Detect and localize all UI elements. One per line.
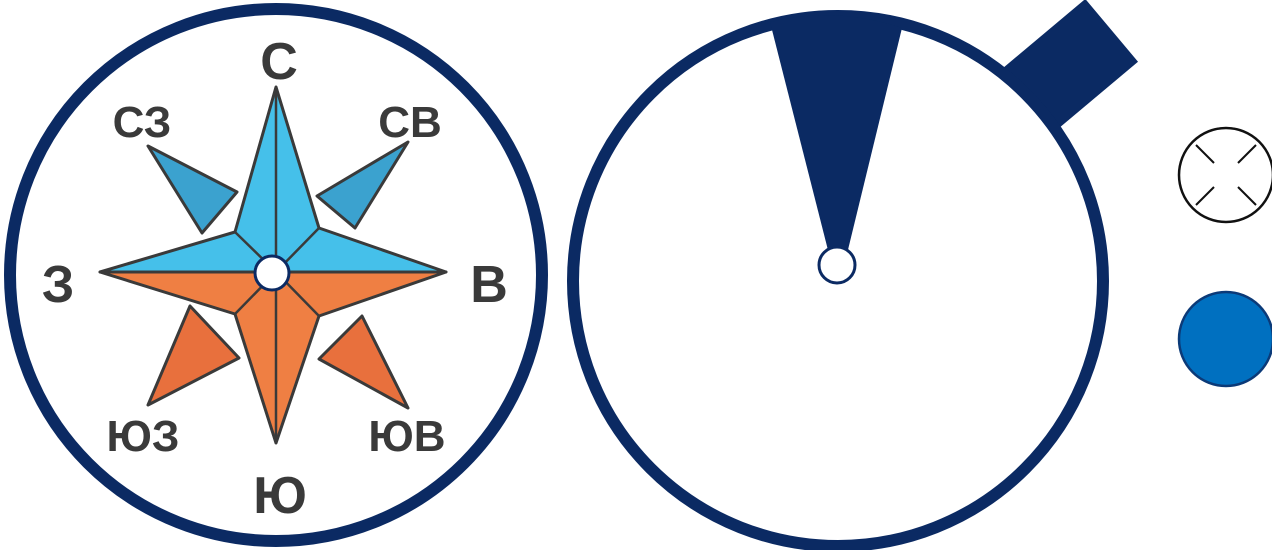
compass-body xyxy=(573,0,1138,546)
open-circle-with-cross-icon xyxy=(1179,128,1272,222)
compass-rose: С СЗ СВ З В ЮЗ ЮВ Ю xyxy=(10,9,542,541)
label-south: Ю xyxy=(253,467,307,525)
label-west: З xyxy=(42,256,75,314)
legend-symbols xyxy=(1179,128,1272,386)
label-east: В xyxy=(470,256,508,314)
label-north-west: СЗ xyxy=(113,98,172,147)
compass-needle-pivot xyxy=(819,247,855,283)
filled-blue-circle-icon xyxy=(1179,292,1272,386)
label-north-east: СВ xyxy=(378,98,442,147)
label-north: С xyxy=(260,33,298,91)
label-south-east: ЮВ xyxy=(368,412,445,461)
compass-center-dot xyxy=(255,256,289,290)
label-south-west: ЮЗ xyxy=(107,412,180,461)
